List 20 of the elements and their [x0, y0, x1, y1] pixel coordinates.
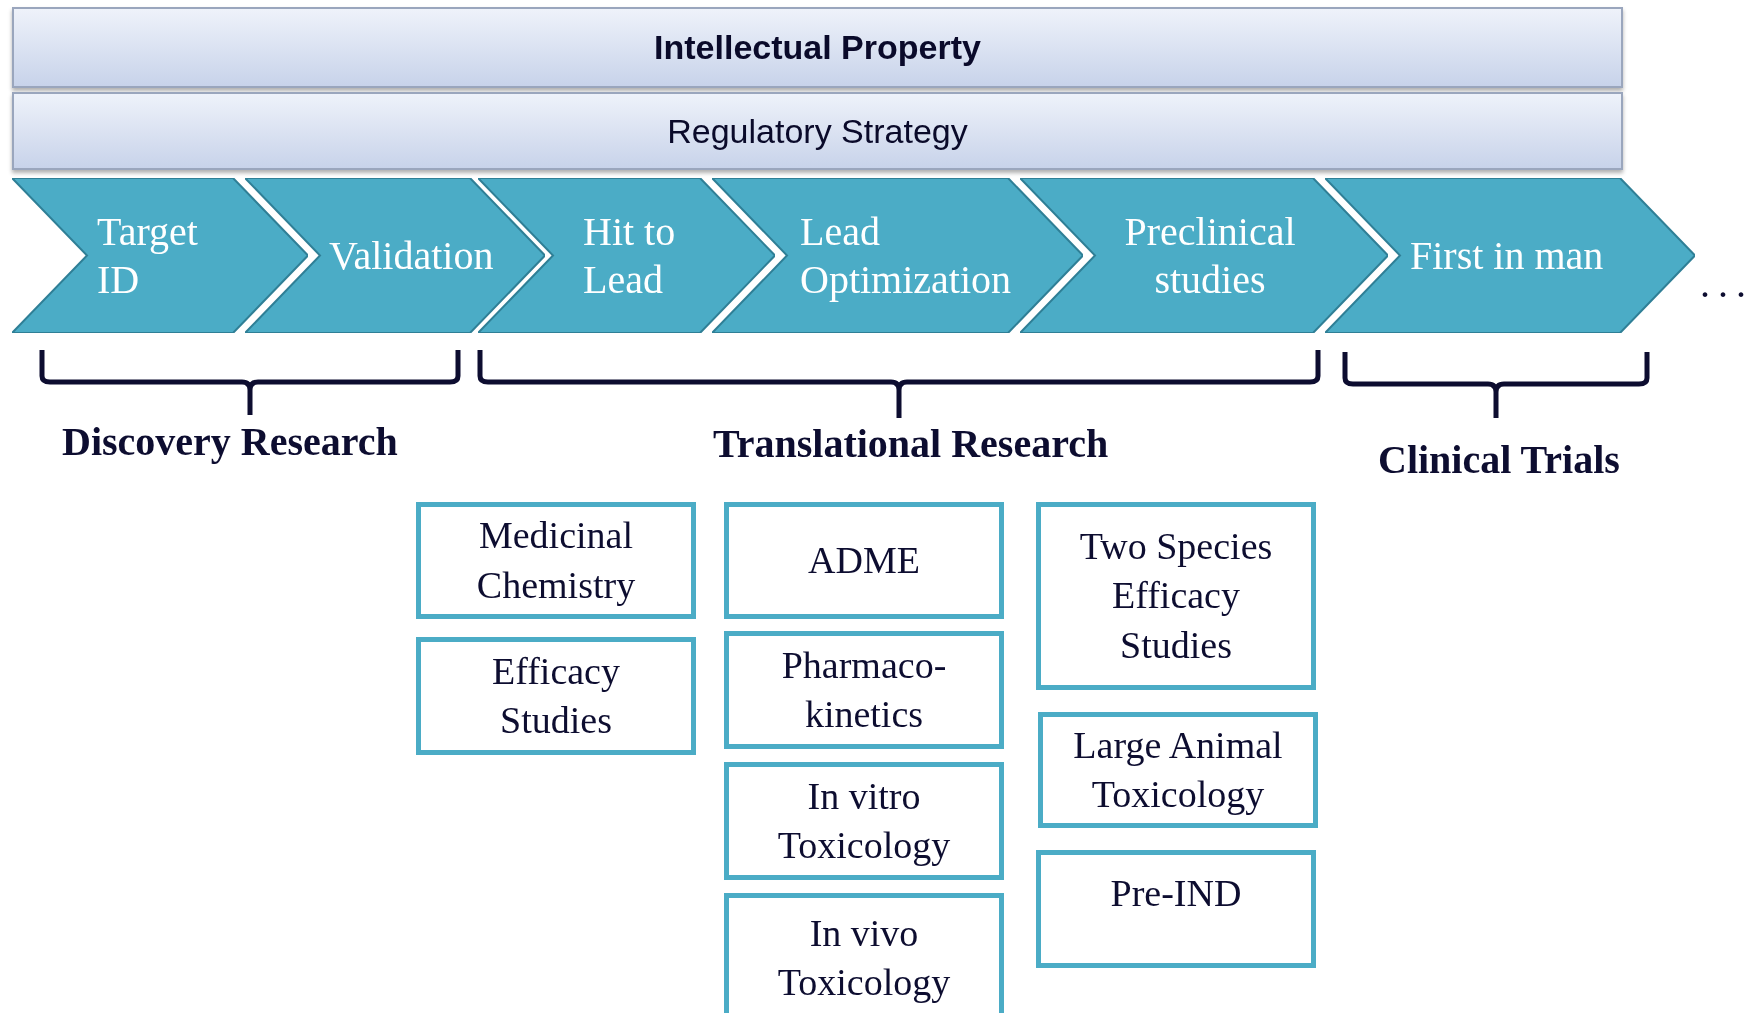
activity-box: In vivo Toxicology: [724, 893, 1004, 1013]
activity-box: In vitro Toxicology: [724, 762, 1004, 880]
activity-box: Large Animal Toxicology: [1038, 712, 1318, 828]
strategy-band: Regulatory Strategy: [12, 92, 1623, 170]
activity-box: Medicinal Chemistry: [416, 502, 696, 619]
strategy-band: Intellectual Property: [12, 7, 1623, 88]
ellipsis: ...: [1700, 260, 1754, 307]
process-step-banner: Preclinical studies: [1020, 178, 1388, 333]
activity-box: Pre-IND: [1036, 850, 1316, 968]
activity-box: Pharmaco- kinetics: [724, 631, 1004, 749]
activity-box: ADME: [724, 502, 1004, 619]
activity-box: Two Species Efficacy Studies: [1036, 502, 1316, 690]
process-step-banner: Validation: [245, 178, 545, 333]
activity-box: Efficacy Studies: [416, 637, 696, 755]
process-step-banner: Lead Optimization: [712, 178, 1083, 333]
phase-label: Discovery Research: [62, 418, 398, 465]
phase-label: Translational Research: [713, 420, 1109, 467]
process-step-banner: Target ID: [12, 178, 308, 333]
process-step-banner: First in man: [1325, 178, 1695, 333]
phase-label: Clinical Trials: [1378, 436, 1620, 483]
